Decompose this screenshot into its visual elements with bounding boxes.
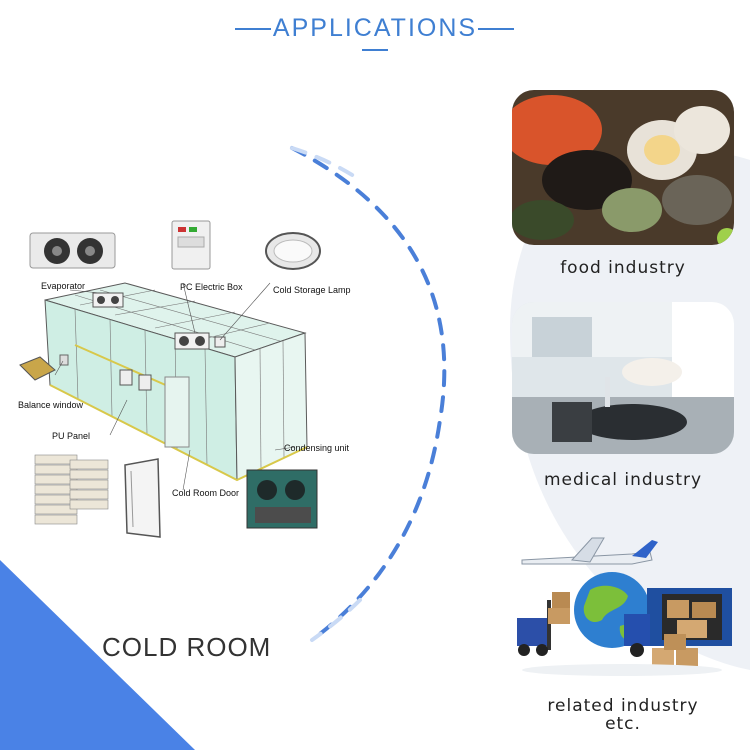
page-title: APPLICATIONS: [272, 14, 478, 42]
medical-industry-card: [512, 302, 734, 454]
label-evaporator: Evaporator: [41, 281, 86, 291]
blue-triangle: [0, 560, 195, 750]
label-door: Cold Room Door: [172, 488, 240, 498]
seafood-photo-icon: [512, 90, 734, 245]
label-condensing-unit: Condensing unit: [284, 443, 350, 453]
label-lamp: Cold Storage Lamp: [273, 285, 351, 295]
cold-room-label: COLD ROOM: [102, 632, 272, 662]
title-underline: [362, 49, 388, 51]
medical-industry-caption: medical industry: [543, 470, 703, 490]
label-balance-window: Balance window: [18, 400, 84, 410]
logistics-photo-icon: [517, 537, 732, 676]
laboratory-photo-icon: [512, 302, 734, 454]
related-industry-caption-etc: etc.: [605, 714, 641, 734]
food-industry-card: [512, 90, 734, 245]
label-pc-box: PC Electric Box: [180, 282, 243, 292]
food-industry-caption: food industry: [560, 258, 686, 278]
cold-room-diagram: [19, 220, 321, 538]
title-line-right: [478, 28, 514, 30]
related-industry-card: [512, 530, 734, 680]
label-pu-panel: PU Panel: [52, 431, 91, 441]
title-line-left: [235, 28, 271, 30]
related-industry-caption: related industry: [547, 696, 699, 716]
